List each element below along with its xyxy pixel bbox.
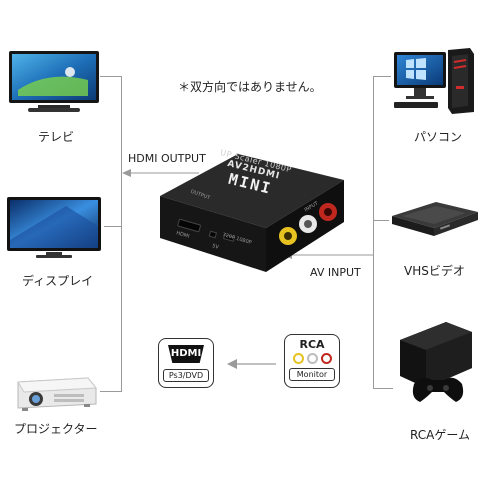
- left-tick-display: [104, 226, 122, 227]
- left-tick-projector: [100, 391, 122, 392]
- input-label-vhs: VHSビデオ: [404, 264, 465, 278]
- rca-to-hdmi-arrow: [226, 358, 276, 370]
- display-icon: [6, 196, 102, 260]
- right-tick-pc: [373, 76, 391, 77]
- game-console-icon: [392, 318, 478, 408]
- hdmi-badge-title: HDMI: [168, 345, 204, 363]
- rca-badge-jacks: [285, 353, 339, 364]
- rca-jack-yellow-icon: [292, 353, 304, 364]
- right-tick-game: [373, 388, 393, 389]
- vhs-icon: [388, 196, 482, 240]
- rca-badge: RCA Monitor: [284, 334, 340, 388]
- hdmi-output-arrow: [121, 168, 201, 178]
- note-text: ＊双方向ではありません。: [178, 80, 322, 94]
- rca-jack-white-icon: [306, 353, 318, 364]
- input-label-game: RCAゲーム: [410, 428, 470, 442]
- projector-icon: [14, 370, 98, 414]
- rca-badge-sub: Monitor: [289, 368, 335, 381]
- hdmi-output-label: HDMI OUTPUT: [128, 152, 206, 165]
- right-bracket-line: [373, 76, 374, 389]
- av-input-label: AV INPUT: [310, 266, 361, 279]
- input-label-pc: パソコン: [414, 130, 463, 144]
- output-label-projector: プロジェクター: [14, 422, 98, 436]
- tv-icon: [8, 50, 100, 114]
- output-label-display: ディスプレイ: [22, 274, 94, 288]
- pc-icon: [390, 46, 478, 118]
- hdmi-badge: HDMI Ps3/DVD: [158, 338, 214, 388]
- rca-jack-red-icon: [320, 353, 332, 364]
- left-bracket-line: [121, 76, 122, 392]
- left-tick-tv: [100, 76, 122, 77]
- right-tick-vhs: [373, 220, 389, 221]
- rca-badge-title: RCA: [299, 338, 325, 351]
- converter-device: [158, 146, 350, 278]
- hdmi-badge-sub: Ps3/DVD: [163, 369, 209, 382]
- output-label-tv: テレビ: [38, 130, 75, 144]
